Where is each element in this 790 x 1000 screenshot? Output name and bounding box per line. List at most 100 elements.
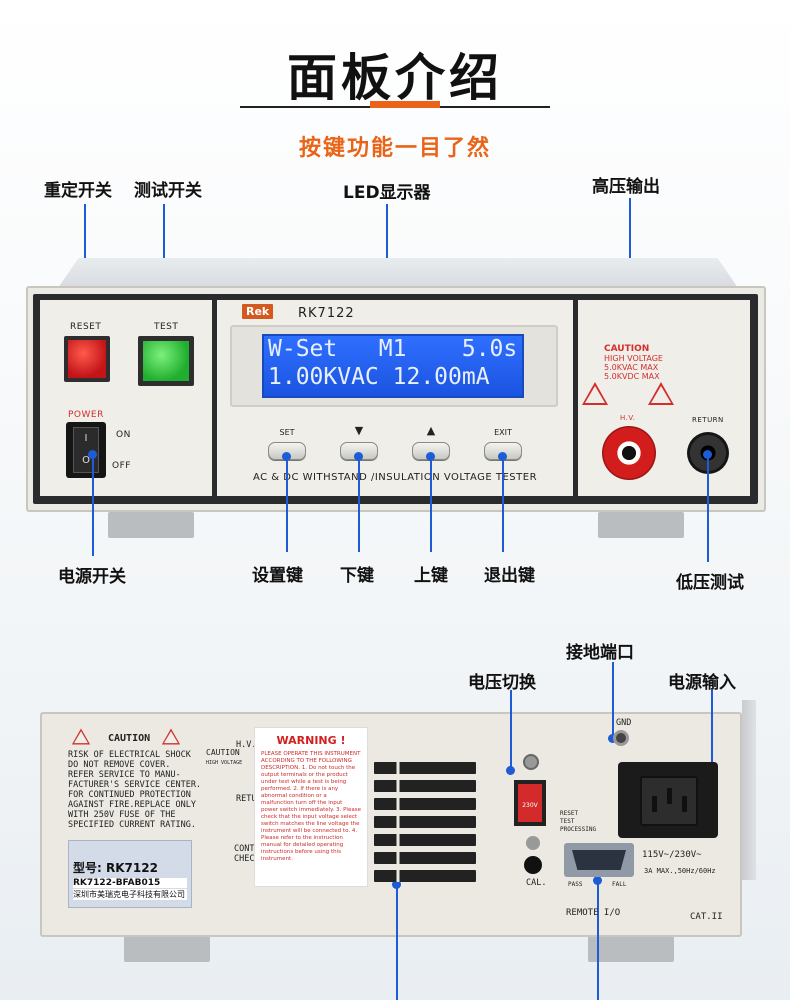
callout-dot-exit [498, 452, 507, 461]
callout-line-down [358, 454, 360, 552]
callout-line-up [430, 454, 432, 552]
cal-port[interactable] [524, 856, 542, 874]
rear-case-side [742, 700, 756, 880]
warning-card: WARNING ! PLEASE OPERATE THIS INSTRUMENT… [254, 727, 368, 887]
cat-label: CAT.II [690, 912, 723, 922]
front-case-top [58, 258, 738, 288]
voltage-selector-switch[interactable]: 230V [514, 780, 546, 826]
remote-pass-label: PASS [568, 881, 583, 888]
inlet-pin [652, 796, 657, 812]
remote-label: PROCESSING [560, 826, 597, 833]
brand-logo: Rek [242, 304, 274, 319]
test-label: TEST [154, 322, 179, 332]
callout-line-ground-c [612, 678, 614, 738]
callout-power-input: 电源输入 [668, 673, 736, 693]
hv-output-jack[interactable] [602, 426, 656, 480]
callout-ground-port: 接地端口 [566, 643, 634, 663]
rear-caution-line: SPECIFIED CURRENT RATING. [68, 820, 196, 830]
callout-line-vent [396, 884, 398, 1000]
rear-foot-right [588, 936, 674, 962]
remote-labels: RESET TEST PROCESSING [560, 810, 596, 834]
callout-line-remote [597, 880, 599, 1000]
front-caution-title: CAUTION [604, 344, 650, 354]
rear-warning-triangle-icon [71, 728, 91, 745]
return-label: RETURN [692, 416, 724, 424]
rear-chec-label: CHEC [234, 854, 255, 864]
lcd-display [262, 334, 524, 398]
front-caution-line: 5.0KVDC MAX [604, 372, 660, 381]
inlet-pin [682, 796, 687, 812]
gnd-label: GND [616, 718, 632, 728]
inlet-pin [667, 788, 672, 804]
rear-caution-line: FACTURER'S SERVICE CENTER. [68, 780, 202, 790]
tester-description: AC & DC WITHSTAND /INSULATION VOLTAGE TE… [252, 472, 538, 483]
callout-dot-set [282, 452, 291, 461]
callout-led-display: LED显示器 [343, 183, 431, 203]
exit-key-label: EXIT [494, 428, 512, 437]
rear-caution-line: AGAINST FIRE.REPLACE ONLY [68, 800, 196, 810]
power-label: POWER [68, 410, 104, 420]
callout-dot-low-voltage [703, 450, 712, 459]
rear-return-label: RETU [236, 794, 257, 804]
down-key-symbol: ▼ [354, 424, 364, 437]
callout-line-exit [502, 454, 504, 552]
reset-button[interactable] [64, 336, 110, 382]
callout-dot-remote [593, 876, 602, 885]
ground-terminal[interactable] [613, 730, 629, 746]
rear-hv-label: H.V. [236, 740, 257, 750]
page-title: 面板介绍 [287, 49, 503, 107]
callout-low-voltage-test: 低压测试 [676, 573, 744, 593]
rear-screw [526, 836, 540, 850]
vent-slot [374, 852, 476, 864]
rear-hv-triangle-icon [161, 728, 181, 745]
vent-slot [374, 870, 476, 882]
warning-body: PLEASE OPERATE THIS INSTRUMENT ACCORDING… [261, 751, 361, 862]
off-label: OFF [112, 461, 131, 471]
remote-label: TEST [560, 818, 575, 825]
callout-dot-ground [608, 734, 617, 743]
hv-label: H.V. [620, 414, 636, 422]
lcd-line-1: W-Set M1 5.0s [268, 336, 518, 362]
remote-fall-label: FALL [612, 881, 627, 888]
nameplate-serial: RK7122-BFAB015 [73, 878, 187, 888]
callout-line-power-input [711, 690, 713, 770]
front-foot-left [108, 512, 194, 538]
rear-caution-line: RISK OF ELECTRICAL SHOCK [68, 750, 191, 760]
up-key-symbol: ▲ [426, 424, 436, 437]
callout-reset-switch: 重定开关 [44, 181, 112, 201]
warning-triangle-icon [582, 382, 608, 405]
title-accent-bar [370, 101, 440, 108]
test-button[interactable] [138, 336, 194, 386]
model-label: RK7122 [298, 306, 355, 321]
rear-caution-text: RISK OF ELECTRICAL SHOCK DO NOT REMOVE C… [68, 750, 201, 830]
rear-hv-caution: CAUTION [206, 748, 240, 757]
vent-slot [374, 834, 476, 846]
page-subtitle: 按键功能一目了然 [298, 136, 491, 161]
remote-io-label: REMOTE I/O [566, 908, 621, 918]
callout-dot-power [88, 450, 97, 459]
callout-exit-key: 退出键 [484, 566, 535, 586]
callout-hv-output: 高压输出 [592, 177, 660, 197]
callout-dot-voltage-switch [506, 766, 515, 775]
callout-up-key: 上键 [414, 566, 448, 586]
rear-caution-title: CAUTION [108, 733, 151, 744]
callout-power-switch: 电源开关 [58, 567, 126, 587]
vent-slot [374, 816, 476, 828]
vent-slot [374, 780, 476, 792]
rear-hv-caution-sub: HIGH VOLTAGE [206, 760, 243, 766]
warning-title: WARNING ! [276, 734, 346, 747]
callout-dot-vent [392, 880, 401, 889]
power-spec-current: 3A MAX.,50Hz/60Hz [644, 867, 716, 875]
rear-caution-line: FOR CONTINUED PROTECTION [68, 790, 191, 800]
callout-dot-up [426, 452, 435, 461]
lcd-line-2: 1.00KVAC 12.00mA [268, 364, 490, 390]
high-voltage-triangle-icon [648, 382, 674, 405]
callout-dot-down [354, 452, 363, 461]
vent-slot [374, 762, 476, 774]
nameplate-company: 深圳市美瑞克电子科技有限公司 [73, 889, 187, 900]
callout-test-switch: 测试开关 [134, 181, 202, 201]
rear-foot-left [124, 936, 210, 962]
remote-label: RESET [560, 810, 579, 817]
rear-caution-line: WITH 250V FUSE OF THE [68, 810, 176, 820]
